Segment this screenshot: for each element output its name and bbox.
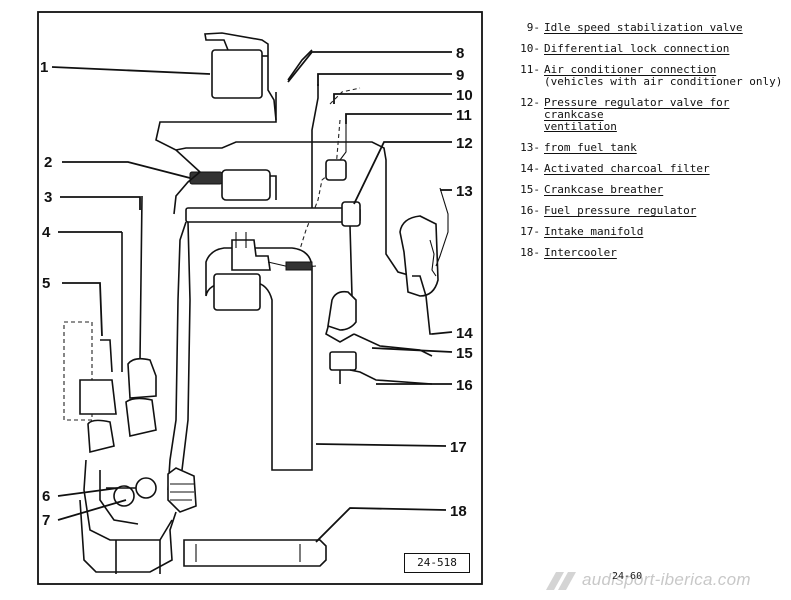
legend-number: 10- [520, 42, 540, 55]
legend-text: from fuel tank [544, 141, 637, 154]
legend-text: Air conditioner connection [544, 63, 717, 76]
legend-number: 16- [520, 204, 540, 217]
legend-text: Differential lock connection [544, 42, 730, 55]
intake-manifold [205, 232, 317, 471]
callout-13: 13 [456, 183, 473, 200]
callout-10: 10 [456, 87, 473, 104]
page-number: 24-60 [612, 571, 643, 582]
legend-item-10: 10- Differential lock connection [512, 43, 787, 55]
left-hose-run [63, 195, 191, 491]
legend-item-11: 11- Air conditioner connection(vehicles w… [512, 64, 787, 88]
legend: 9- Idle speed stabilization valve 10- Diff… [512, 22, 787, 268]
callout-2: 2 [44, 154, 52, 171]
diagram-frame [37, 11, 483, 585]
callout-7: 7 [42, 512, 50, 529]
callout-11: 11 [456, 107, 472, 124]
legend-number: 17- [520, 225, 540, 238]
legend-number: 18- [520, 246, 540, 259]
right-components [325, 187, 449, 385]
leader-lines [51, 51, 453, 543]
legend-text: Activated charcoal filter [544, 162, 710, 175]
callout-17: 17 [450, 439, 467, 456]
watermark-logo-icon [546, 572, 576, 590]
legend-item-9: 9- Idle speed stabilization valve [512, 22, 787, 34]
legend-number: 12- [520, 96, 540, 109]
legend-number: 15- [520, 183, 540, 196]
legend-number: 9- [526, 21, 540, 34]
callout-9: 9 [456, 67, 464, 84]
watermark: audisport-iberica.com [540, 568, 790, 594]
callout-4: 4 [42, 224, 51, 241]
legend-number: 11- [520, 63, 540, 76]
legend-text: Fuel pressure regulator [544, 204, 697, 217]
legend-text-continued: (vehicles with air conditioner only) [544, 75, 783, 88]
legend-item-12: 12- Pressure regulator valve for crankcas… [512, 97, 787, 133]
upper-hose-network [155, 49, 413, 277]
legend-text: Intercooler [544, 246, 617, 259]
throttle-assembly [173, 169, 361, 227]
legend-item-13: 13- from fuel tank [512, 142, 787, 154]
callout-14: 14 [456, 325, 473, 342]
legend-number: 14- [520, 162, 540, 175]
legend-number: 13- [520, 141, 540, 154]
legend-item-15: 15- Crankcase breather [512, 184, 787, 196]
legend-text: Idle speed stabilization valve [544, 21, 743, 34]
legend-item-18: 18- Intercooler [512, 247, 787, 259]
callout-15: 15 [456, 345, 473, 362]
legend-text-continued: ventilation [544, 120, 617, 133]
legend-text: Intake manifold [544, 225, 644, 238]
callout-12: 12 [456, 135, 473, 152]
callout-5: 5 [42, 275, 50, 292]
callout-16: 16 [456, 377, 473, 394]
callout-6: 6 [42, 488, 50, 505]
callout-1: 1 [40, 59, 48, 76]
legend-item-14: 14- Activated charcoal filter [512, 163, 787, 175]
figure-number: 24-518 [404, 553, 470, 573]
callout-8: 8 [456, 45, 464, 62]
callout-18: 18 [450, 503, 467, 520]
watermark-text: audisport-iberica.com [582, 570, 751, 589]
turbo-and-intercooler [79, 357, 327, 574]
legend-text: Crankcase breather [544, 183, 664, 196]
reservoir-component [204, 32, 277, 121]
callout-3: 3 [44, 189, 52, 206]
legend-item-16: 16- Fuel pressure regulator [512, 205, 787, 217]
legend-text-group: Air conditioner connection(vehicles with… [544, 64, 782, 88]
legend-item-17: 17- Intake manifold [512, 226, 787, 238]
legend-text: Pressure regulator valve for crankcase [544, 96, 730, 121]
